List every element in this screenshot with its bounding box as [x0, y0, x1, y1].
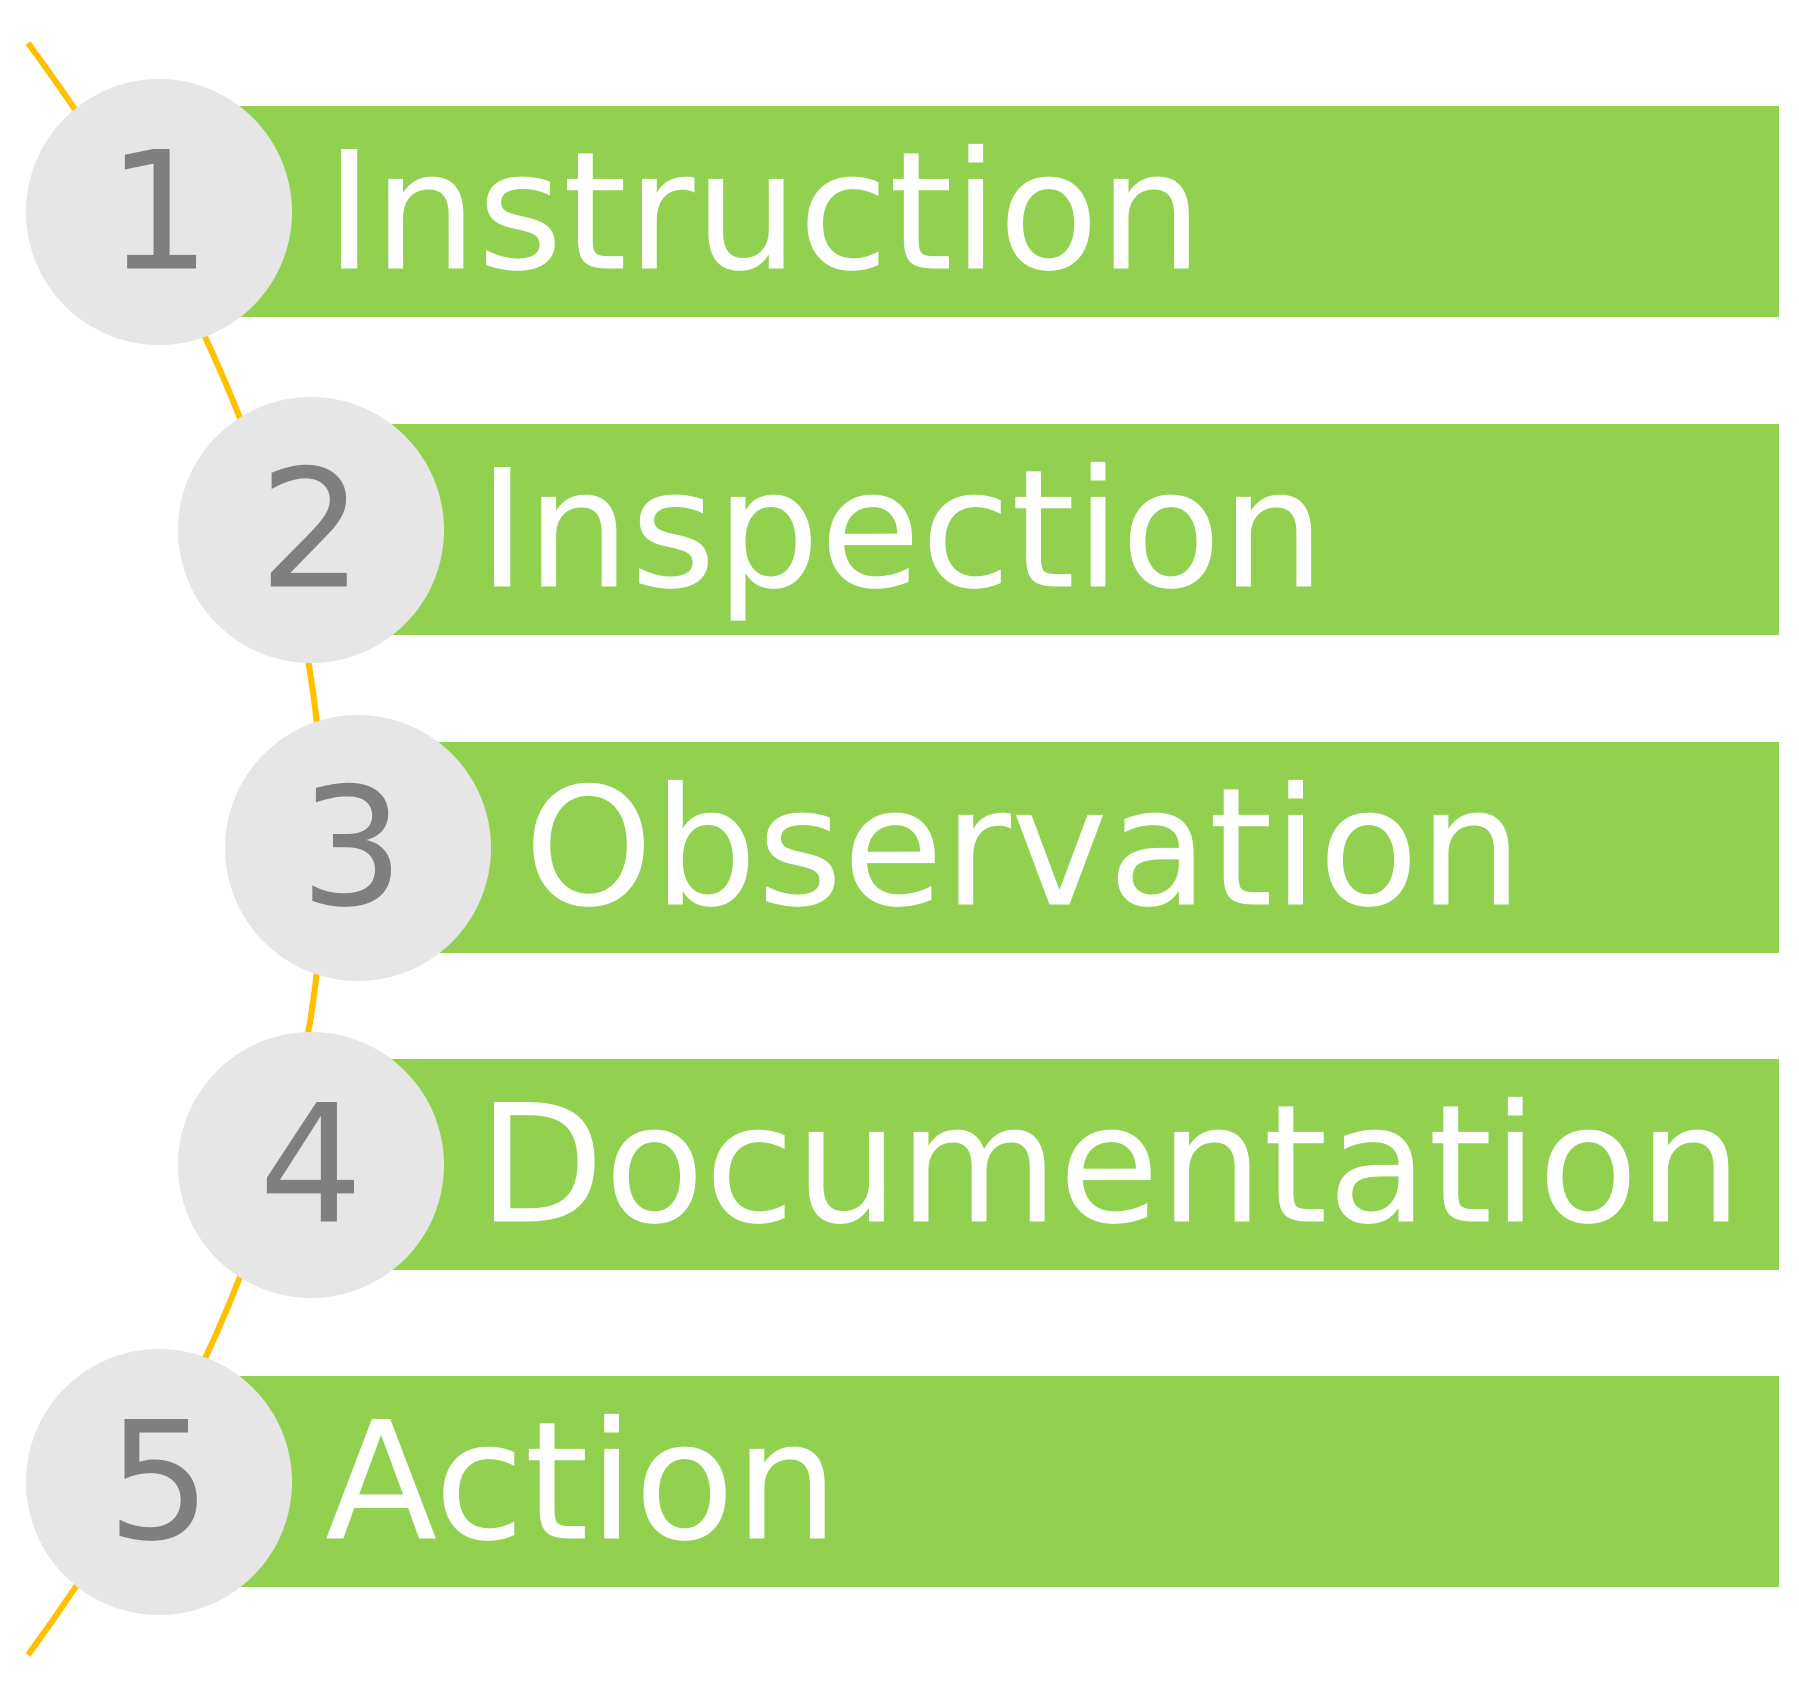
step-label: Documentation: [478, 1070, 1742, 1261]
step-number: 1: [107, 117, 211, 308]
step-number: 2: [259, 435, 363, 626]
step-circle: [178, 397, 444, 663]
step-bar: [370, 1059, 1779, 1270]
step-number: 5: [107, 1387, 211, 1578]
step-2: 2 Inspection: [178, 397, 1779, 663]
step-3: 3 Observation: [225, 715, 1779, 981]
step-number: 4: [259, 1070, 363, 1261]
step-circle: [178, 1032, 444, 1298]
step-bar: [220, 1376, 1779, 1587]
step-label: Observation: [524, 753, 1523, 944]
step-circle: [26, 79, 292, 345]
step-label: Instruction: [325, 117, 1203, 308]
step-1: 1 Instruction: [26, 79, 1779, 345]
step-label: Action: [325, 1387, 839, 1578]
step-label: Inspection: [478, 435, 1325, 626]
step-bar: [220, 106, 1779, 317]
step-circle: [225, 715, 491, 981]
step-circle: [26, 1349, 292, 1615]
step-5: 5 Action: [26, 1349, 1779, 1615]
step-4: 4 Documentation: [178, 1032, 1779, 1298]
step-number: 3: [300, 753, 404, 944]
step-bar: [420, 742, 1779, 953]
step-bar: [370, 424, 1779, 635]
